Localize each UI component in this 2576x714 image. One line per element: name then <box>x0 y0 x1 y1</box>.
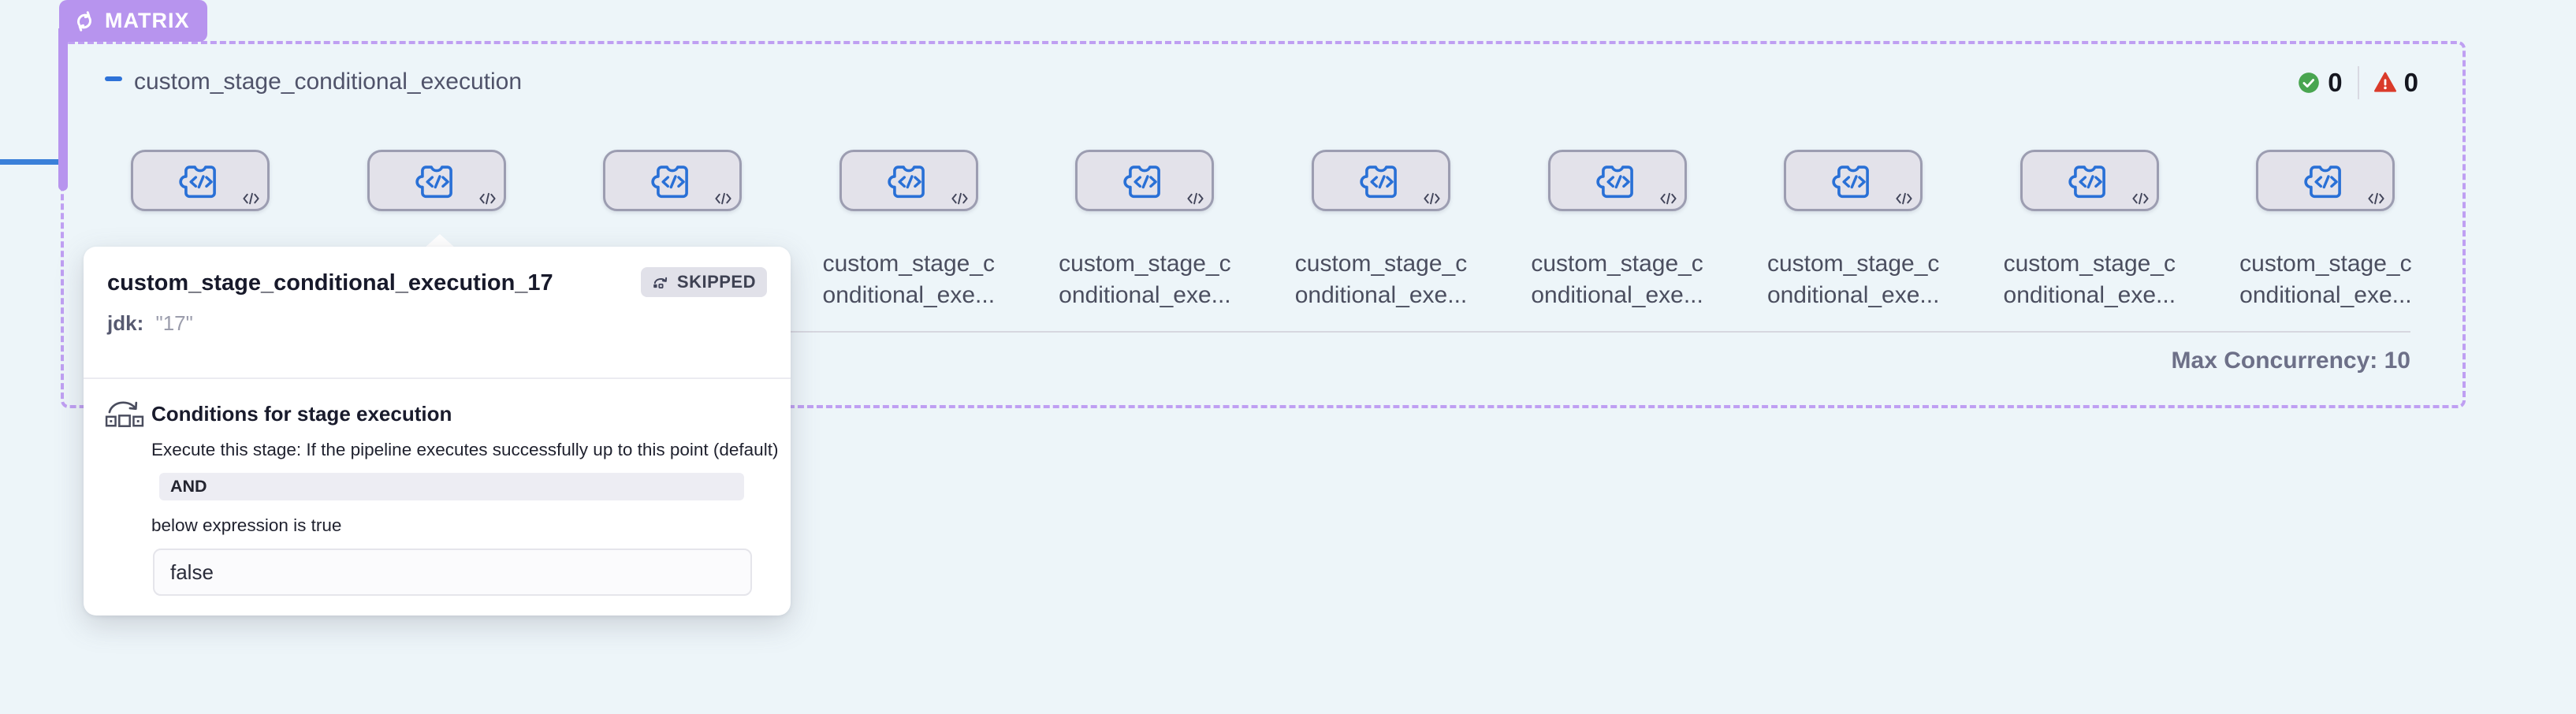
matrix-badge-label: MATRIX <box>105 9 190 32</box>
stage-node-label-line1: custom_stage_c <box>1294 251 1468 277</box>
custom-stage-puzzle-code-icon <box>1120 160 1169 201</box>
stage-node-label: custom_stage_c onditional_exe... <box>1743 248 1964 311</box>
code-step-icon <box>1423 192 1441 205</box>
stage-node-label-line2: onditional_exe... <box>2239 282 2412 308</box>
custom-stage-puzzle-code-icon <box>884 160 933 201</box>
stage-parameter: jdk: "17" <box>107 311 193 336</box>
stage-node-label: custom_stage_c onditional_exe... <box>2215 248 2436 311</box>
code-step-icon <box>2131 192 2150 205</box>
code-step-icon <box>951 192 969 205</box>
stage-node-label: custom_stage_c onditional_exe... <box>1507 248 1728 311</box>
status-badge-label: SKIPPED <box>676 272 756 292</box>
error-icon <box>2373 72 2396 94</box>
expression-hint: below expression is true <box>151 515 342 535</box>
status-badge: SKIPPED <box>640 267 767 297</box>
matrix-badge-tail <box>58 28 68 191</box>
success-count: 0 <box>2328 68 2343 97</box>
stage-node[interactable] <box>2019 150 2159 211</box>
stage-node-label: custom_stage_c onditional_exe... <box>1979 248 2200 311</box>
matrix-group-container <box>61 41 2466 408</box>
stage-node[interactable] <box>2256 150 2395 211</box>
matrix-stage-title: custom_stage_conditional_execution <box>134 69 522 95</box>
expression-value-box: false <box>153 549 752 596</box>
max-concurrency-label: Max Concurrency: 10 <box>2171 348 2410 374</box>
stage-node-label: custom_stage_c onditional_exe... <box>798 248 1019 311</box>
custom-stage-puzzle-code-icon <box>2301 160 2350 201</box>
stage-node-label-line1: custom_stage_c <box>2239 251 2412 277</box>
stage-details-tooltip: custom_stage_conditional_execution_17 SK… <box>84 247 791 615</box>
status-counts: 0 0 <box>2298 66 2418 99</box>
loop-icon <box>72 9 97 34</box>
code-step-icon <box>1659 192 1677 205</box>
code-step-icon <box>1186 192 1204 205</box>
stage-node-label-line1: custom_stage_c <box>1531 251 1703 277</box>
custom-stage-puzzle-code-icon <box>176 160 225 201</box>
param-key: jdk: <box>107 311 144 335</box>
custom-stage-puzzle-code-icon <box>1829 160 1878 201</box>
custom-stage-puzzle-code-icon <box>1593 160 1642 201</box>
stage-node-label: custom_stage_c onditional_exe... <box>1034 248 1255 311</box>
code-step-icon <box>1895 192 1913 205</box>
stage-node-label-line2: onditional_exe... <box>1059 282 1231 308</box>
tooltip-caret <box>424 234 456 248</box>
stage-node-label-line1: custom_stage_c <box>822 251 996 277</box>
stage-node-label-line2: onditional_exe... <box>2003 282 2176 308</box>
code-step-icon <box>714 192 732 205</box>
custom-stage-puzzle-code-icon <box>2065 160 2114 201</box>
operator-bar: AND <box>159 473 744 500</box>
stage-node[interactable] <box>367 150 506 211</box>
skip-icon <box>652 275 671 289</box>
stage-node[interactable] <box>1312 150 1450 211</box>
matrix-badge: MATRIX <box>59 0 207 42</box>
error-count: 0 <box>2403 68 2418 97</box>
stage-node[interactable] <box>131 150 270 211</box>
code-step-icon <box>242 192 260 205</box>
stage-node-label-line2: onditional_exe... <box>1531 282 1703 308</box>
status-divider <box>2357 66 2359 99</box>
stage-node-label: custom_stage_c onditional_exe... <box>1271 248 1491 311</box>
custom-stage-puzzle-code-icon <box>648 160 697 201</box>
tooltip-stage-title: custom_stage_conditional_execution_17 <box>107 270 553 296</box>
stage-node[interactable] <box>1784 150 1923 211</box>
stage-node[interactable] <box>839 150 978 211</box>
custom-stage-puzzle-code-icon <box>1357 160 1405 201</box>
stage-node-label-line2: onditional_exe... <box>822 282 996 308</box>
concurrency-divider-line <box>102 331 2410 333</box>
stage-node-label-line1: custom_stage_c <box>1059 251 1231 277</box>
stage-node-label-line2: onditional_exe... <box>1294 282 1468 308</box>
collapse-icon[interactable] <box>105 76 122 81</box>
param-value: "17" <box>155 311 193 335</box>
custom-stage-puzzle-code-icon <box>412 160 461 201</box>
code-step-icon <box>478 192 497 205</box>
stage-node-label-line2: onditional_exe... <box>1766 282 1940 308</box>
stage-node-label-line1: custom_stage_c <box>1766 251 1940 277</box>
stage-node[interactable] <box>1547 150 1687 211</box>
stage-node[interactable] <box>603 150 743 211</box>
pipeline-connector-line <box>0 159 61 165</box>
success-icon <box>2298 72 2320 94</box>
conditions-description: Execute this stage: If the pipeline exec… <box>151 440 779 459</box>
tooltip-divider <box>84 377 791 379</box>
conditions-section-title: Conditions for stage execution <box>151 402 452 426</box>
stage-node[interactable] <box>1075 150 1215 211</box>
stage-node-label-line1: custom_stage_c <box>2003 251 2176 277</box>
conditional-execution-icon <box>104 396 145 433</box>
code-step-icon <box>2367 192 2385 205</box>
